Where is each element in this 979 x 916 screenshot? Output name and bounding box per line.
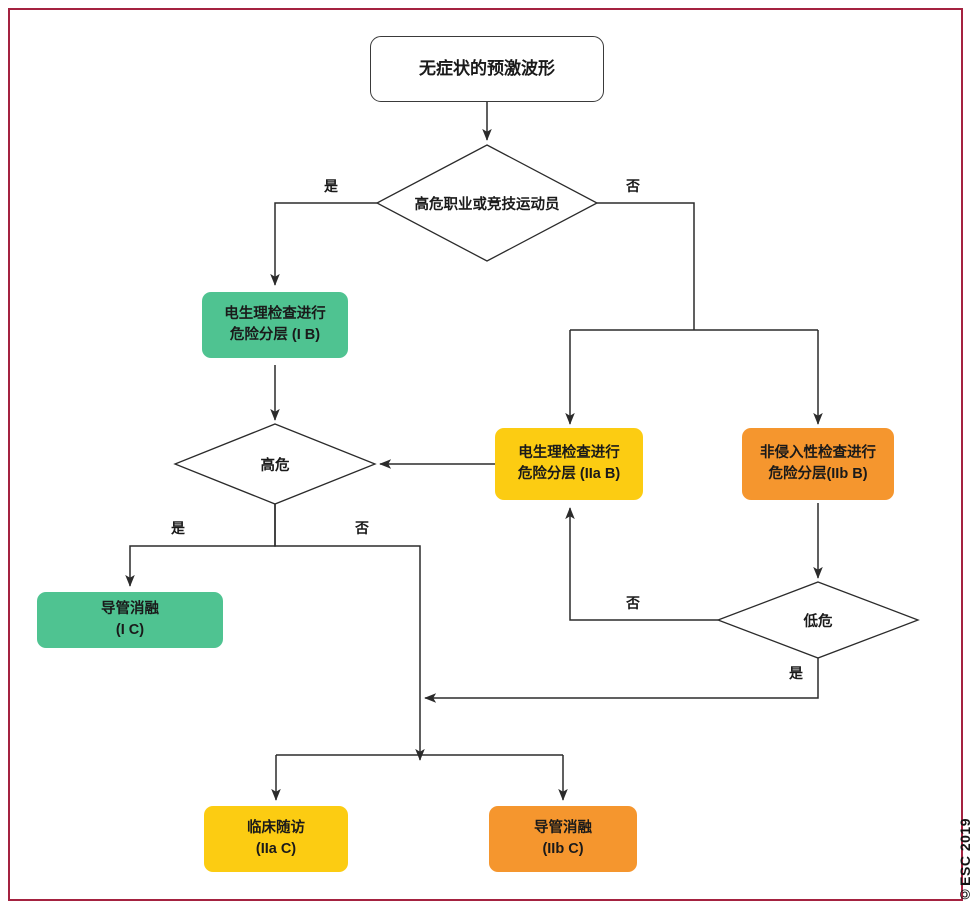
node-start-label: 无症状的预激波形 — [419, 58, 555, 78]
node-followup-IIaC[interactable]: 临床随访 (IIa C) — [204, 806, 348, 872]
node-ablation-IC-label: 导管消融 (I C) — [101, 600, 159, 638]
node-decision-high-risk-label: 高危 — [260, 457, 290, 474]
edge-label-lowrisk-no: 否 — [626, 595, 640, 611]
node-ablation-IIbC-label: 导管消融 (IIb C) — [534, 819, 592, 857]
node-decision-low-risk[interactable]: 低危 — [768, 606, 868, 634]
node-eps-risk-IB[interactable]: 电生理检查进行 危险分层 (I B) — [202, 292, 348, 358]
edge-label-occupation-no: 否 — [626, 178, 640, 194]
node-eps-risk-IB-label: 电生理检查进行 危险分层 (I B) — [224, 305, 326, 343]
copyright-notice: ©ESC 2019 — [957, 817, 973, 902]
node-eps-risk-IIaB[interactable]: 电生理检查进行 危险分层 (IIa B) — [495, 428, 643, 500]
node-eps-risk-IIaB-label: 电生理检查进行 危险分层 (IIa B) — [517, 444, 621, 482]
node-ablation-IIbC[interactable]: 导管消融 (IIb C) — [489, 806, 637, 872]
edge-label-highrisk-yes: 是 — [171, 520, 185, 536]
node-decision-occupation[interactable]: 高危职业或竞技运动员 — [377, 183, 597, 223]
node-start[interactable]: 无症状的预激波形 — [370, 36, 604, 102]
node-noninvasive-risk-IIbB-label: 非侵入性检查进行 危险分层(IIb B) — [760, 444, 876, 482]
edge-label-lowrisk-yes: 是 — [789, 665, 803, 681]
edge-label-occupation-yes: 是 — [324, 178, 338, 194]
node-decision-low-risk-label: 低危 — [803, 613, 833, 630]
node-noninvasive-risk-IIbB[interactable]: 非侵入性检查进行 危险分层(IIb B) — [742, 428, 894, 500]
node-ablation-IC[interactable]: 导管消融 (I C) — [37, 592, 223, 648]
edge-label-highrisk-no: 否 — [355, 520, 369, 536]
node-decision-occupation-label: 高危职业或竞技运动员 — [414, 196, 560, 213]
node-followup-IIaC-label: 临床随访 (IIa C) — [247, 819, 305, 857]
node-decision-high-risk[interactable]: 高危 — [225, 450, 325, 478]
